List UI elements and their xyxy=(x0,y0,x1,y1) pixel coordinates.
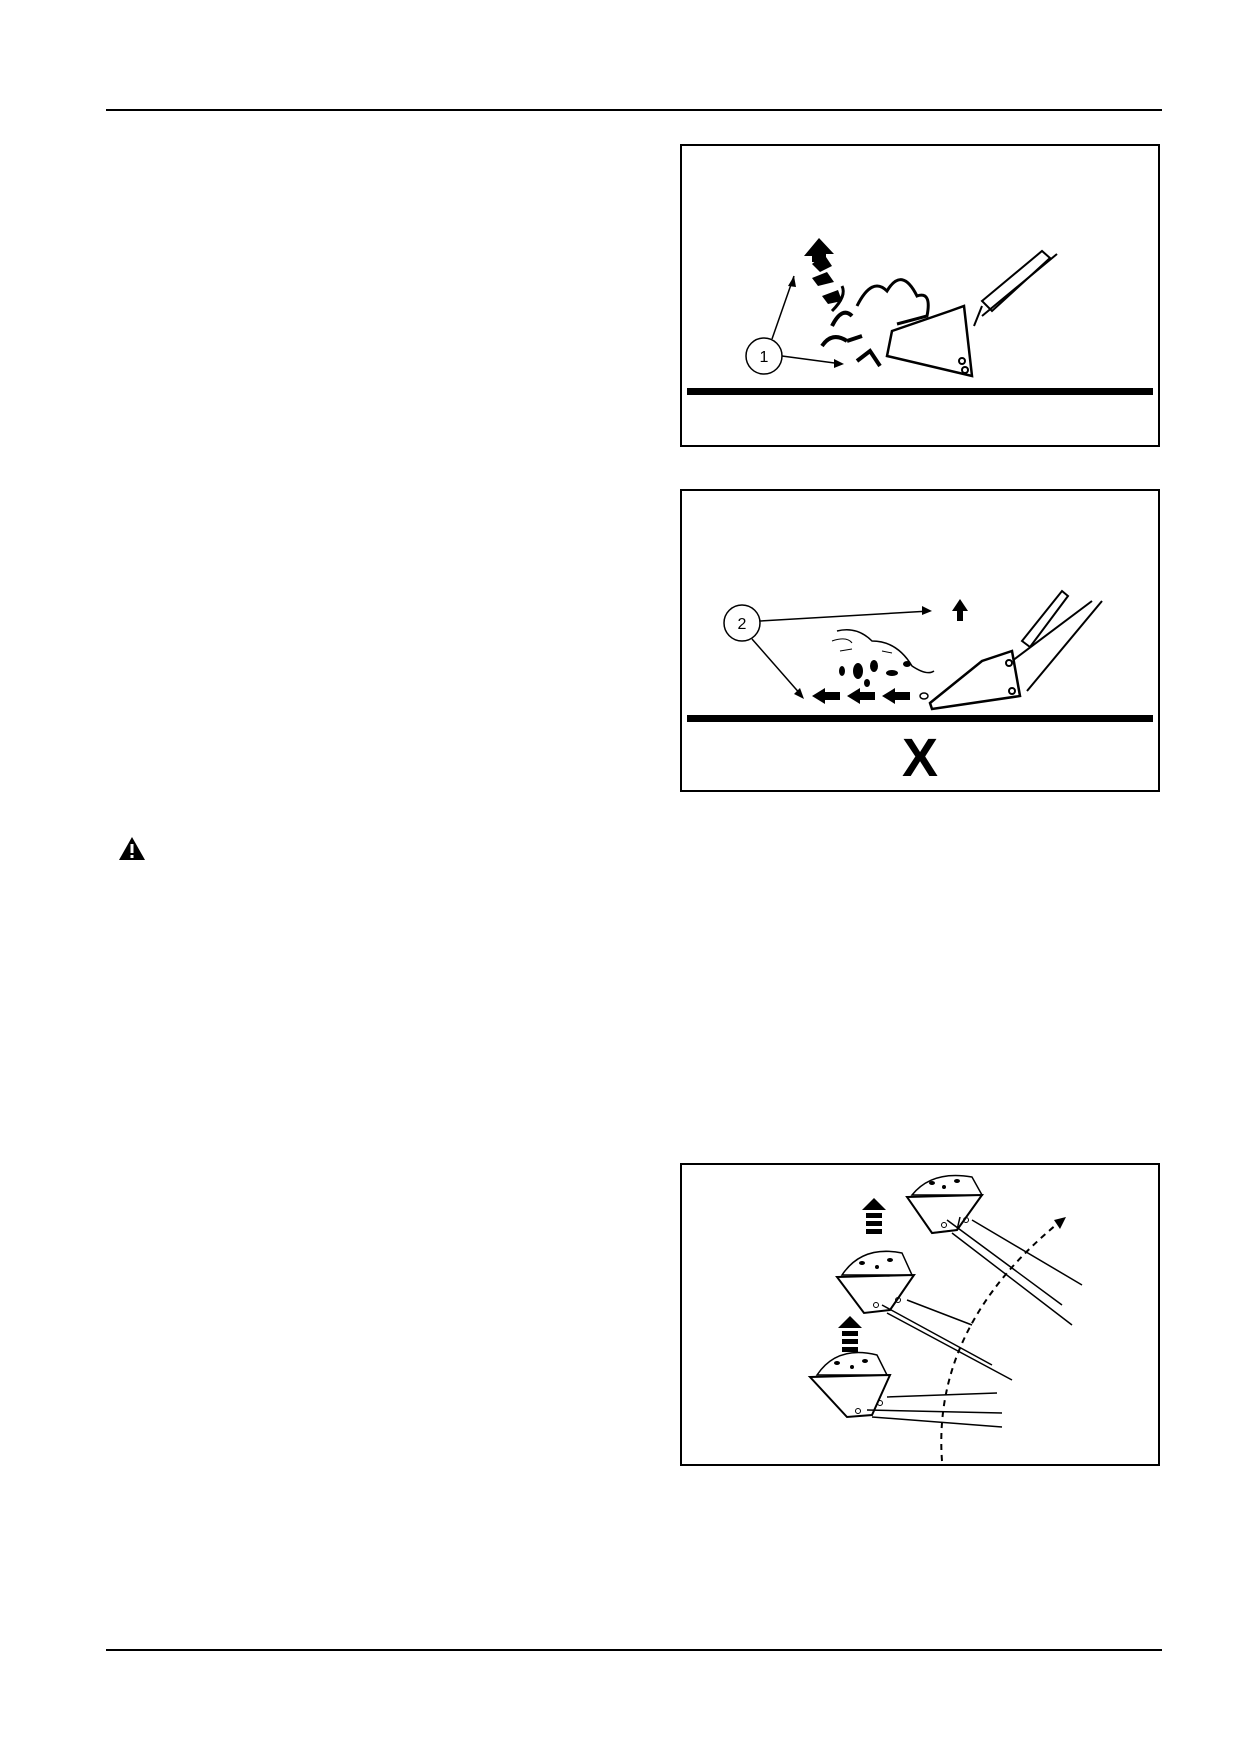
up-arrow-icon xyxy=(952,599,968,621)
lift-path-arc xyxy=(940,1219,1063,1462)
push-arrow-icon xyxy=(847,688,875,704)
loader-arm xyxy=(980,249,1052,313)
lift-arrow-icon xyxy=(804,238,834,262)
ground-line xyxy=(687,715,1153,722)
material-pile xyxy=(855,278,930,326)
push-arrow-icon xyxy=(882,688,910,704)
callout-circle-2 xyxy=(723,604,761,642)
bucket xyxy=(885,304,974,378)
warning-triangle-icon xyxy=(119,837,145,860)
push-arrow-icon xyxy=(812,688,840,704)
lift-arrow-icon xyxy=(862,1198,886,1234)
bucket-bottom xyxy=(807,1351,1003,1428)
figure-2-illustration: 2 X xyxy=(687,589,1153,788)
loader-arm xyxy=(1020,589,1070,649)
figure-3-illustration xyxy=(807,1174,1083,1462)
material-surface xyxy=(836,629,935,674)
bucket-top xyxy=(905,1174,1083,1326)
figure-bucket-lifting-sequence xyxy=(680,1163,1160,1466)
footer-rule xyxy=(106,1649,1162,1651)
bucket-middle xyxy=(835,1250,1013,1381)
bucket xyxy=(928,649,1022,711)
figure-incorrect-scraping: 2 X xyxy=(680,489,1160,792)
figure-1-illustration: 1 xyxy=(687,238,1153,395)
lift-arrow-icon xyxy=(838,1316,862,1352)
header-rule xyxy=(106,109,1162,111)
callout-1-label: 1 xyxy=(760,349,769,366)
figure-bucket-breakout: 1 xyxy=(680,144,1160,447)
callout-2-label: 2 xyxy=(738,616,747,633)
incorrect-x-mark: X xyxy=(902,728,938,788)
ground-line xyxy=(687,388,1153,395)
